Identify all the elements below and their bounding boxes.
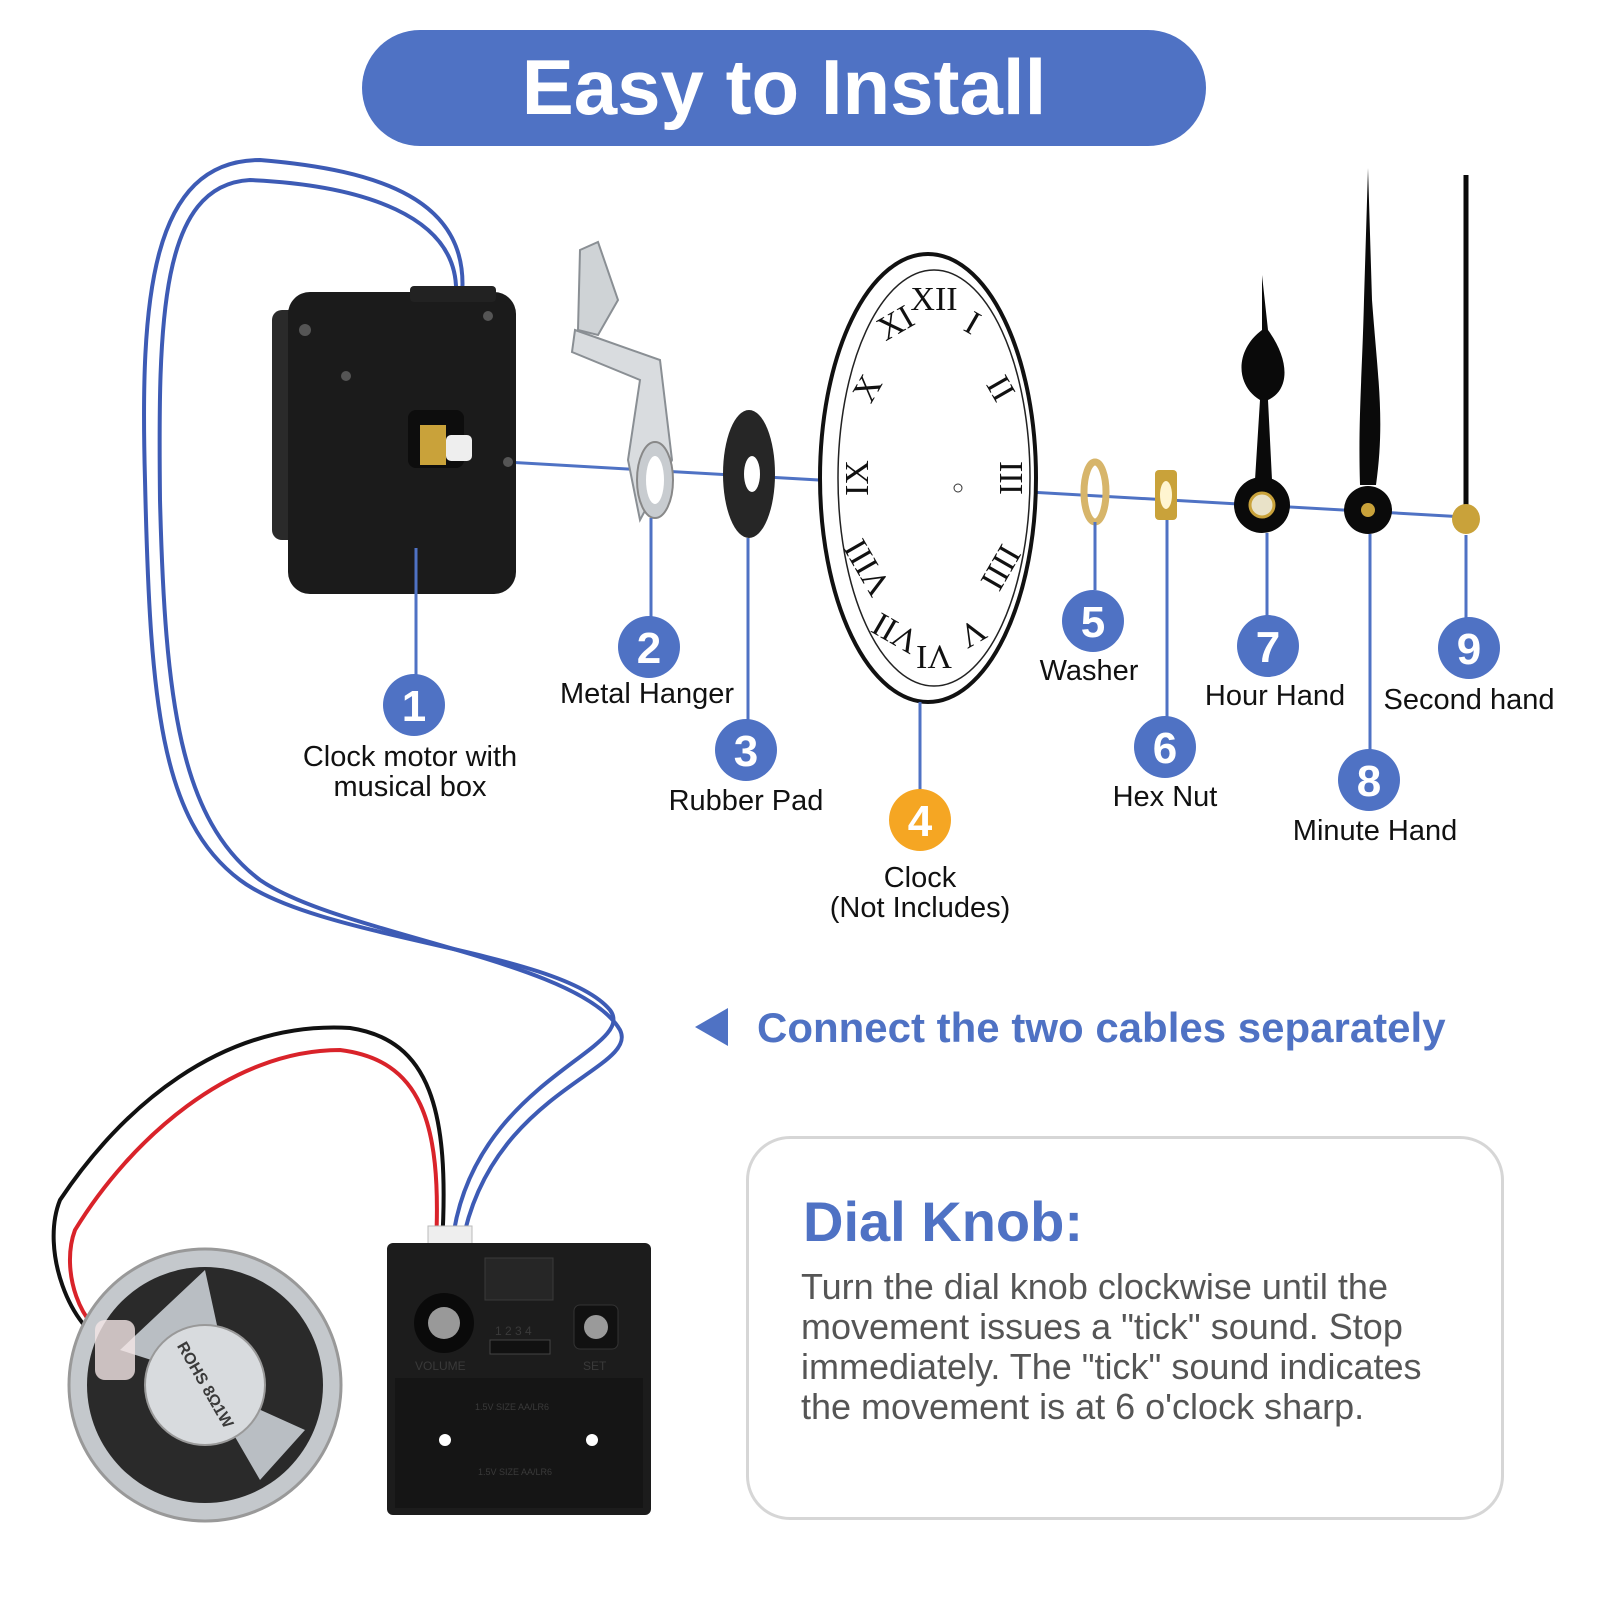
part-number: 2 — [637, 624, 661, 673]
part-label: Clock — [884, 862, 957, 894]
battery-label-1: 1.5V SIZE AA/LR6 — [475, 1402, 549, 1412]
set-label: SET — [583, 1359, 607, 1373]
part-label: Washer — [1040, 655, 1139, 687]
part-number-badge — [1338, 749, 1400, 811]
connect-note-text: Connect the two cables separately — [757, 1004, 1446, 1051]
part-label: Clock motor with — [303, 741, 517, 773]
part-label: Metal Hanger — [560, 678, 734, 710]
part-number: 6 — [1153, 724, 1177, 773]
minute-hand — [1344, 168, 1392, 534]
part-number-badge — [1062, 590, 1124, 652]
hex-nut — [1155, 470, 1177, 520]
part-number-badge — [715, 719, 777, 781]
title-banner: Easy to Install — [362, 30, 1206, 146]
mode-switch[interactable] — [489, 1339, 551, 1355]
part-label: Second hand — [1384, 684, 1555, 716]
clock-numeral: IX — [839, 460, 876, 496]
part-number: 5 — [1081, 598, 1105, 647]
battery-label-2: 1.5V SIZE AA/LR6 — [478, 1467, 552, 1477]
part-label: (Not Includes) — [830, 892, 1011, 924]
clock-numeral: VI — [916, 638, 952, 675]
switch-positions: 1 2 3 4 — [495, 1324, 532, 1338]
part-label: musical box — [333, 771, 487, 803]
metal-hanger — [570, 240, 674, 523]
speaker: ROHS 8Ω1W — [67, 1247, 343, 1523]
leader-lines — [414, 518, 1468, 790]
page-title: Easy to Install — [522, 43, 1047, 131]
part-label: Rubber Pad — [669, 785, 824, 817]
second-hand — [1452, 175, 1480, 534]
part-number-badge — [1438, 617, 1500, 679]
part-number-badge — [889, 789, 951, 851]
part-label: Minute Hand — [1293, 815, 1457, 847]
wires — [51, 157, 624, 1347]
set-button[interactable] — [584, 1315, 608, 1339]
dial-knob-text: Turn the dial knob clockwise until the m… — [801, 1266, 1422, 1427]
part-number: 7 — [1256, 623, 1280, 672]
music-box: VOLUME 1 2 3 4 SET 1.5V SIZE AA/LR6 1.5V… — [387, 1225, 651, 1515]
part-number-badge — [618, 616, 680, 678]
dial-knob-title: Dial Knob: — [803, 1190, 1083, 1253]
volume-label: VOLUME — [415, 1359, 466, 1373]
clock-motor — [272, 286, 516, 594]
part-number: 1 — [402, 682, 426, 731]
connect-note: Connect the two cables separately — [695, 1004, 1446, 1051]
part-label: Hour Hand — [1205, 680, 1345, 712]
part-label: Hex Nut — [1113, 781, 1218, 813]
washer — [1080, 458, 1110, 526]
rubber-pad — [723, 410, 775, 538]
part-number-badge — [1134, 716, 1196, 778]
clock-numeral: III — [992, 461, 1029, 495]
part-number-badge — [383, 674, 445, 736]
arrow-left-icon — [695, 1008, 728, 1046]
dial-knob-info-box: Dial Knob: Turn the dial knob clockwise … — [746, 1136, 1504, 1520]
part-number: 8 — [1357, 757, 1381, 806]
hour-hand — [1234, 275, 1290, 533]
volume-dial-knob[interactable] — [428, 1307, 460, 1339]
part-number: 9 — [1457, 625, 1481, 674]
part-number: 3 — [734, 727, 758, 776]
part-number: 4 — [908, 797, 933, 846]
clock-numeral: XII — [910, 281, 957, 318]
part-number-badge — [1237, 615, 1299, 677]
